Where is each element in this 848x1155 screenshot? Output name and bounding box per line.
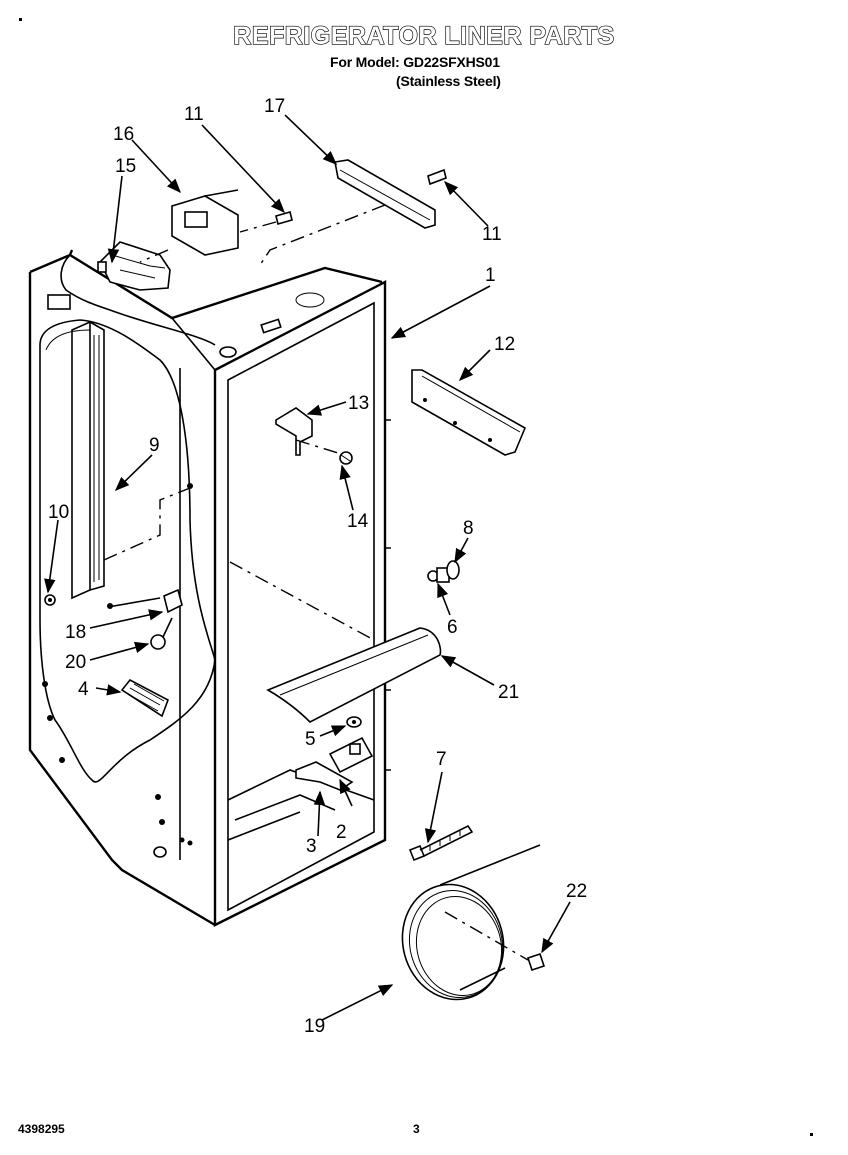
document-number: 4398295 (18, 1122, 65, 1136)
page-number: 3 (413, 1122, 420, 1136)
corner-mark (19, 18, 22, 21)
part-22-screw (444, 911, 546, 972)
callout-leaders (44, 114, 571, 1021)
callout-4: 4 (78, 679, 89, 700)
part-6-8-fastener (427, 560, 460, 583)
callout-8: 8 (463, 518, 474, 539)
part-5-nut (346, 716, 362, 728)
part-15-housing (97, 241, 171, 291)
callout-15: 15 (115, 156, 136, 177)
callout-22: 22 (566, 881, 587, 902)
part-10-screw (44, 594, 56, 606)
part-9-rail (71, 320, 193, 600)
callout-1: 1 (485, 265, 496, 286)
part-12-cover (411, 369, 527, 456)
callout-18: 18 (65, 622, 86, 643)
callout-13: 13 (348, 393, 369, 414)
part-11-screw-b (427, 168, 447, 186)
callout-14: 14 (347, 511, 369, 532)
part-14-screw (295, 439, 353, 465)
callout-19: 19 (304, 1016, 325, 1037)
callout-9: 9 (149, 435, 160, 456)
part-19-coil (401, 844, 541, 1001)
callout-16: 16 (113, 124, 134, 145)
part-13-bracket (275, 407, 313, 456)
page-title: REFRIGERATOR LINER PARTS (233, 21, 615, 50)
part-16-bracket (139, 189, 239, 263)
model-line: For Model: GD22SFXHS01 (330, 54, 500, 70)
refrigerator-liner (28, 249, 391, 927)
part-4-vent (120, 678, 169, 718)
callout-12: 12 (494, 334, 515, 355)
callout-11-right: 11 (482, 224, 502, 245)
callout-6: 6 (447, 617, 458, 638)
part-7-cable-tie (408, 824, 474, 862)
callout-3: 3 (306, 836, 317, 857)
corner-mark (810, 1133, 813, 1136)
part-2-plate (328, 736, 374, 774)
callout-10: 10 (48, 502, 69, 523)
callout-21: 21 (498, 682, 519, 703)
part-11-screw-a (239, 211, 293, 233)
part-18-20-assembly (107, 588, 183, 650)
variant-line: (Stainless Steel) (396, 73, 501, 89)
callout-2: 2 (336, 822, 347, 843)
callout-11-top: 11 (184, 104, 204, 125)
callout-5: 5 (305, 729, 316, 750)
callout-17: 17 (264, 96, 285, 117)
callout-20: 20 (65, 652, 86, 673)
part-17-channel (259, 159, 436, 266)
part-21-cover (266, 627, 442, 723)
callout-7: 7 (436, 749, 447, 770)
